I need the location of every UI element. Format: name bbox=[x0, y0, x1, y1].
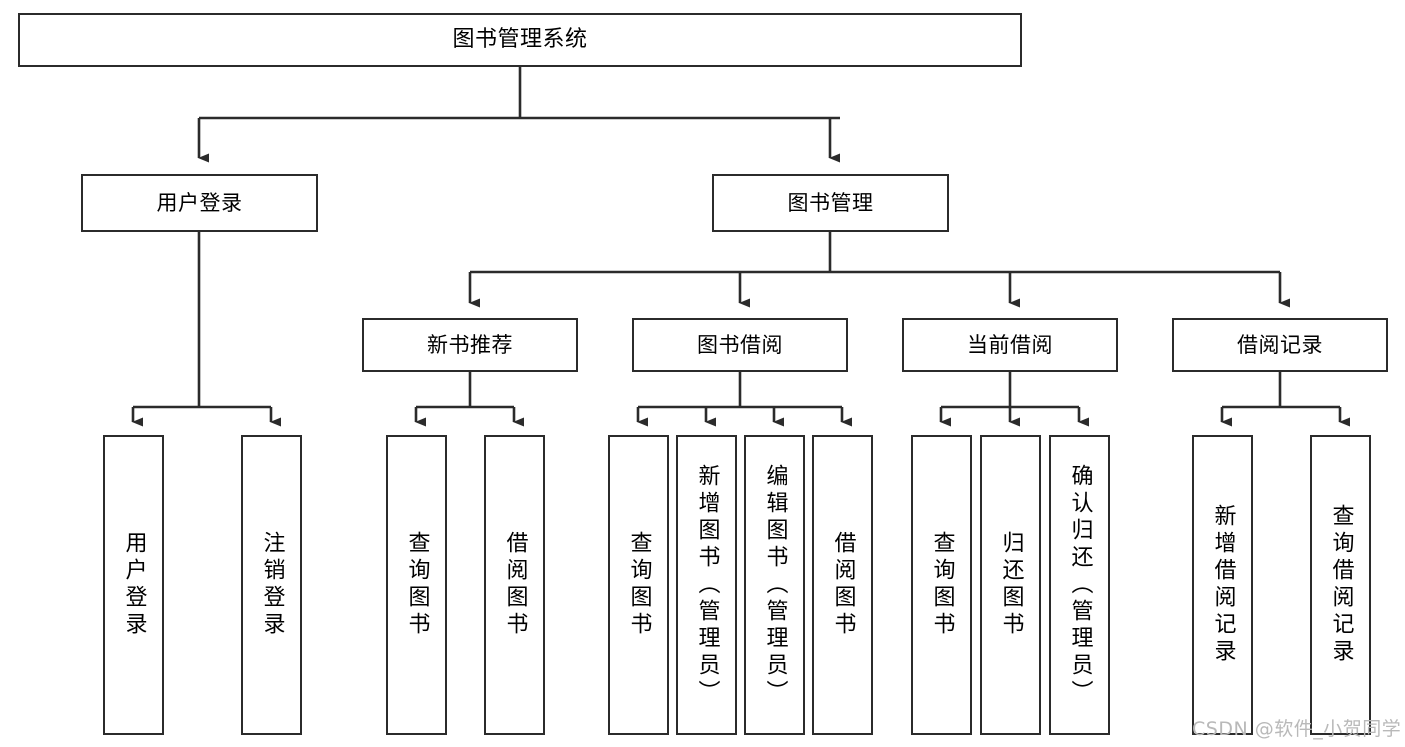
node-leaf-query-book-a-label: 查询图书 bbox=[404, 531, 430, 639]
node-leaf-query-book-c-label: 查询图书 bbox=[929, 531, 955, 639]
node-root[interactable]: 图书管理系统 bbox=[18, 13, 1022, 67]
node-book-manage-label: 图书管理 bbox=[787, 190, 874, 215]
node-leaf-logout-label: 注销登录 bbox=[259, 531, 285, 639]
node-new-book-rec[interactable]: 新书推荐 bbox=[362, 318, 578, 372]
node-leaf-query-book-b[interactable]: 查询图书 bbox=[608, 435, 669, 735]
node-leaf-logout[interactable]: 注销登录 bbox=[241, 435, 302, 735]
node-leaf-borrow-book-b[interactable]: 借阅图书 bbox=[812, 435, 873, 735]
node-leaf-user-login-label: 用户登录 bbox=[121, 531, 147, 639]
node-book-borrow[interactable]: 图书借阅 bbox=[632, 318, 848, 372]
node-leaf-add-book[interactable]: 新增图书（管理员） bbox=[676, 435, 737, 735]
node-leaf-return-book-label: 归还图书 bbox=[998, 531, 1024, 639]
node-root-label: 图书管理系统 bbox=[452, 27, 588, 53]
node-user-login[interactable]: 用户登录 bbox=[81, 174, 318, 232]
node-leaf-user-login[interactable]: 用户登录 bbox=[103, 435, 164, 735]
node-borrow-record-label: 借阅记录 bbox=[1237, 332, 1323, 357]
node-current-borrow-label: 当前借阅 bbox=[967, 332, 1053, 357]
node-borrow-record[interactable]: 借阅记录 bbox=[1172, 318, 1388, 372]
node-leaf-edit-book[interactable]: 编辑图书（管理员） bbox=[744, 435, 805, 735]
node-leaf-add-record-label: 新增借阅记录 bbox=[1210, 504, 1236, 666]
node-leaf-confirm-return-label: 确认归还（管理员） bbox=[1067, 463, 1093, 707]
node-leaf-return-book[interactable]: 归还图书 bbox=[980, 435, 1041, 735]
node-leaf-add-record[interactable]: 新增借阅记录 bbox=[1192, 435, 1253, 735]
node-user-login-label: 用户登录 bbox=[156, 190, 243, 215]
node-leaf-query-book-a[interactable]: 查询图书 bbox=[386, 435, 447, 735]
node-leaf-borrow-book-a-label: 借阅图书 bbox=[502, 531, 528, 639]
node-leaf-add-book-label: 新增图书（管理员） bbox=[694, 463, 720, 707]
node-leaf-query-record[interactable]: 查询借阅记录 bbox=[1310, 435, 1371, 735]
node-current-borrow[interactable]: 当前借阅 bbox=[902, 318, 1118, 372]
node-book-borrow-label: 图书借阅 bbox=[697, 332, 783, 357]
node-leaf-borrow-book-b-label: 借阅图书 bbox=[830, 531, 856, 639]
node-new-book-rec-label: 新书推荐 bbox=[427, 332, 513, 357]
node-leaf-query-book-b-label: 查询图书 bbox=[626, 531, 652, 639]
node-leaf-query-book-c[interactable]: 查询图书 bbox=[911, 435, 972, 735]
node-leaf-confirm-return[interactable]: 确认归还（管理员） bbox=[1049, 435, 1110, 735]
node-book-manage[interactable]: 图书管理 bbox=[712, 174, 949, 232]
node-leaf-edit-book-label: 编辑图书（管理员） bbox=[762, 463, 788, 707]
csdn-watermark: CSDN @软件_小贺同学 bbox=[1192, 718, 1402, 740]
node-leaf-query-record-label: 查询借阅记录 bbox=[1328, 504, 1354, 666]
node-leaf-borrow-book-a[interactable]: 借阅图书 bbox=[484, 435, 545, 735]
